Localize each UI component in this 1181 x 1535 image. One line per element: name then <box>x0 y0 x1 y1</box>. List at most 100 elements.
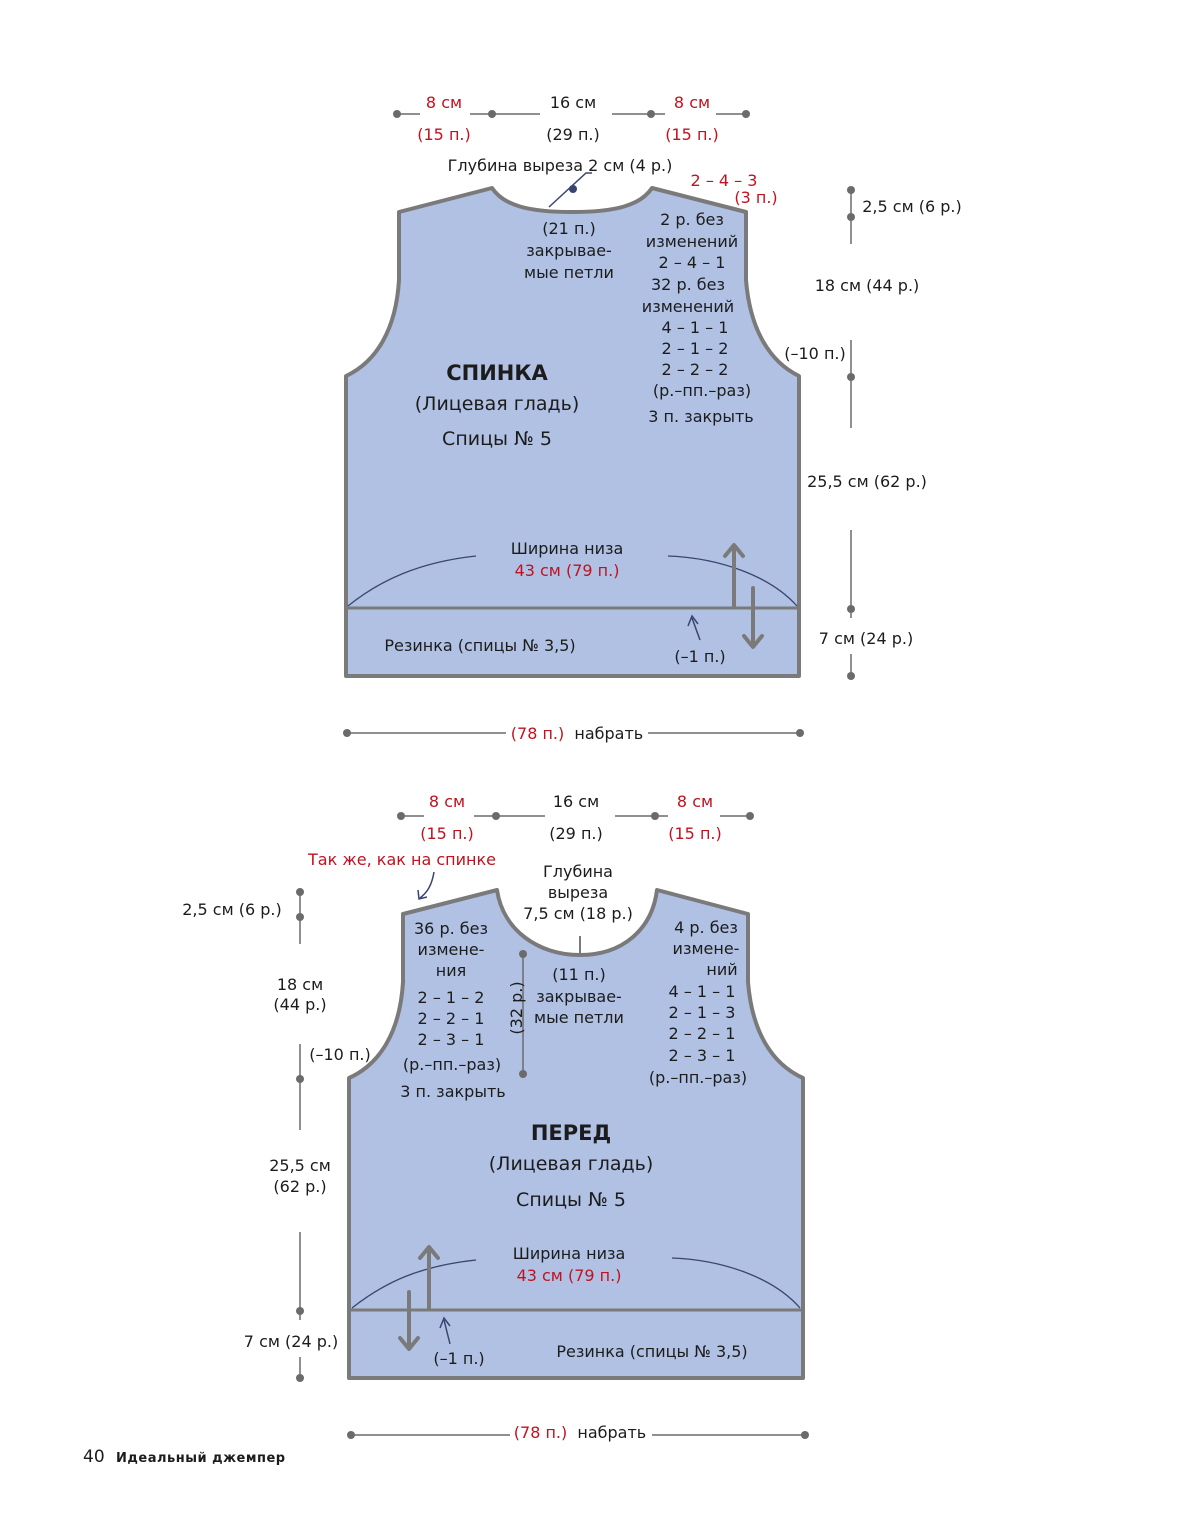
back-dim-body: 25,5 см (62 р.) <box>807 472 927 491</box>
svg-text:мые петли: мые петли <box>534 1008 624 1027</box>
back-body-shape <box>344 186 801 678</box>
front-dim-shoulder: 2,5 см (6 р.) <box>182 900 281 919</box>
svg-text:измене-: измене- <box>673 939 740 958</box>
page-footer: 40 Идеальный джемпер <box>83 1447 286 1467</box>
svg-text:2 – 2 – 1: 2 – 2 – 1 <box>418 1009 485 1028</box>
front-subtitle: (Лицевая гладь) <box>489 1153 654 1175</box>
svg-text:2 р. без: 2 р. без <box>660 210 724 229</box>
front-cast-on-word: набрать <box>577 1423 646 1442</box>
front-left-dimensions: 2,5 см (6 р.) 18 см (44 р.) (–10 п.) 25,… <box>182 888 371 1382</box>
page-number: 40 <box>83 1447 105 1467</box>
back-rib-pointer <box>691 617 701 641</box>
svg-text:(11 п.): (11 п.) <box>552 965 605 984</box>
back-neck-pointer <box>548 172 592 208</box>
svg-text:(21 п.): (21 п.) <box>542 219 595 238</box>
front-rib-pointer <box>443 1319 451 1345</box>
back-shoulder-dec: 2 – 4 – 3 <box>691 171 758 190</box>
back-bottom-width-label: Ширина низа <box>511 539 624 558</box>
front-dim-body-rows: (62 р.) <box>273 1177 326 1196</box>
front-dim-body-cm: 25,5 см <box>269 1156 331 1175</box>
front-neck-rows: (32 р.) <box>507 981 526 1034</box>
svg-text:измене-: измене- <box>418 940 485 959</box>
svg-text:2 – 2 – 1: 2 – 2 – 1 <box>669 1024 736 1043</box>
front-dim-rib: 7 см (24 р.) <box>244 1332 338 1351</box>
svg-text:(78 п.) набрать: (78 п.) набрать <box>511 724 643 743</box>
front-title: ПЕРЕД <box>531 1121 611 1145</box>
svg-text:32 р. без: 32 р. без <box>651 275 725 294</box>
svg-text:2 – 2 – 2: 2 – 2 – 2 <box>662 360 729 379</box>
front-rib-dec: (–1 п.) <box>433 1349 484 1368</box>
back-shoulder-dec-st: (3 п.) <box>734 188 777 207</box>
svg-text:(78 п.) набрать: (78 п.) набрать <box>514 1423 646 1442</box>
back-top-left-st: (15 п.) <box>417 125 470 144</box>
svg-text:(р.–пп.–раз): (р.–пп.–раз) <box>653 381 751 400</box>
back-neck-depth: Глубина выреза 2 см (4 р.) <box>448 156 673 175</box>
back-rib-dec: (–1 п.) <box>674 647 725 666</box>
front-right-steps: 4 р. без измене- ний 4 – 1 – 1 2 – 1 – 3… <box>649 918 747 1087</box>
back-width-arc-left <box>347 555 477 607</box>
front-needles: Спицы № 5 <box>516 1189 626 1211</box>
back-armhole-steps: 2 р. без изменений 2 – 4 – 1 32 р. без и… <box>642 210 754 426</box>
svg-text:изменений: изменений <box>646 232 738 251</box>
back-needles: Спицы № 5 <box>442 428 552 450</box>
svg-text:2 – 3 – 1: 2 – 3 – 1 <box>418 1030 485 1049</box>
front-top-left-st: (15 п.) <box>420 824 473 843</box>
svg-text:36 р. без: 36 р. без <box>414 919 488 938</box>
front-dim-armhole-cm: 18 см <box>277 975 323 994</box>
front-dim-armhole-rows: (44 р.) <box>273 995 326 1014</box>
front-same-pointer <box>419 871 435 899</box>
front-bottom-width-label: Ширина низа <box>513 1244 626 1263</box>
front-width-arc-right <box>671 1257 801 1309</box>
front-cast-on-st: (78 п.) <box>514 1423 567 1442</box>
back-top-right-st: (15 п.) <box>665 125 718 144</box>
svg-text:(р.–пп.–раз): (р.–пп.–раз) <box>403 1055 501 1074</box>
svg-text:3 п. закрыть: 3 п. закрыть <box>648 407 753 426</box>
back-top-mid-st: (29 п.) <box>546 125 599 144</box>
svg-text:2 – 1 – 2: 2 – 1 – 2 <box>418 988 485 1007</box>
front-panel: 8 см (15 п.) 16 см (29 п.) 8 см (15 п.) … <box>182 792 809 1442</box>
svg-text:изменений: изменений <box>642 297 734 316</box>
back-top-left-cm: 8 см <box>426 93 462 112</box>
svg-text:закрывае-: закрывае- <box>536 987 622 1006</box>
svg-text:мые петли: мые петли <box>524 263 614 282</box>
svg-text:2 – 3 – 1: 2 – 3 – 1 <box>669 1046 736 1065</box>
front-top-right-st: (15 п.) <box>668 824 721 843</box>
back-cast-on-word: набрать <box>574 724 643 743</box>
front-top-mid-cm: 16 см <box>553 792 599 811</box>
front-top-mid-st: (29 п.) <box>549 824 602 843</box>
front-top-left-cm: 8 см <box>429 792 465 811</box>
book-title: Идеальный джемпер <box>116 1451 286 1466</box>
back-neck-bind: (21 п.) закрывае- мые петли <box>524 219 614 282</box>
back-top-dimensions: 8 см (15 п.) 16 см (29 п.) 8 см (15 п.) <box>393 93 750 144</box>
svg-text:4 – 1 – 1: 4 – 1 – 1 <box>662 318 729 337</box>
front-width-arc-left <box>351 1259 477 1309</box>
svg-text:2 – 4 – 1: 2 – 4 – 1 <box>659 253 726 272</box>
svg-text:2 – 1 – 3: 2 – 1 – 3 <box>669 1003 736 1022</box>
back-top-right-cm: 8 см <box>674 93 710 112</box>
svg-text:4 – 1 – 1: 4 – 1 – 1 <box>669 982 736 1001</box>
back-cast-on: (78 п.) набрать <box>343 724 804 743</box>
back-dim-rib: 7 см (24 р.) <box>819 629 913 648</box>
svg-text:3 п. закрыть: 3 п. закрыть <box>400 1082 505 1101</box>
front-cast-on: (78 п.) набрать <box>347 1423 809 1442</box>
front-left-steps: 36 р. без измене- ния 2 – 1 – 2 2 – 2 – … <box>400 919 505 1101</box>
svg-text:2 – 1 – 2: 2 – 1 – 2 <box>662 339 729 358</box>
svg-text:ний: ний <box>706 960 737 979</box>
svg-text:закрывае-: закрывае- <box>526 241 612 260</box>
back-top-mid-cm: 16 см <box>550 93 596 112</box>
front-same-as-back: Так же, как на спинке <box>307 850 496 869</box>
svg-text:(р.–пп.–раз): (р.–пп.–раз) <box>649 1068 747 1087</box>
back-panel: 8 см (15 п.) 16 см (29 п.) 8 см (15 п.) … <box>343 93 962 743</box>
back-bottom-width-value: 43 см (79 п.) <box>515 561 620 580</box>
svg-text:7,5 см (18 р.): 7,5 см (18 р.) <box>523 904 633 923</box>
front-top-right-cm: 8 см <box>677 792 713 811</box>
front-neck-rows-dimension: (32 р.) <box>507 950 527 1078</box>
front-rib-label: Резинка (спицы № 3,5) <box>556 1342 747 1361</box>
front-neck-bind: (11 п.) закрывае- мые петли <box>534 965 624 1027</box>
front-neck-depth: Глубина выреза 7,5 см (18 р.) <box>523 862 633 923</box>
front-bottom-width-value: 43 см (79 п.) <box>517 1266 622 1285</box>
back-side-armhole-dec: (–10 п.) <box>784 344 845 363</box>
back-dim-armhole: 18 см (44 р.) <box>815 276 920 295</box>
back-cast-on-st: (78 п.) <box>511 724 564 743</box>
